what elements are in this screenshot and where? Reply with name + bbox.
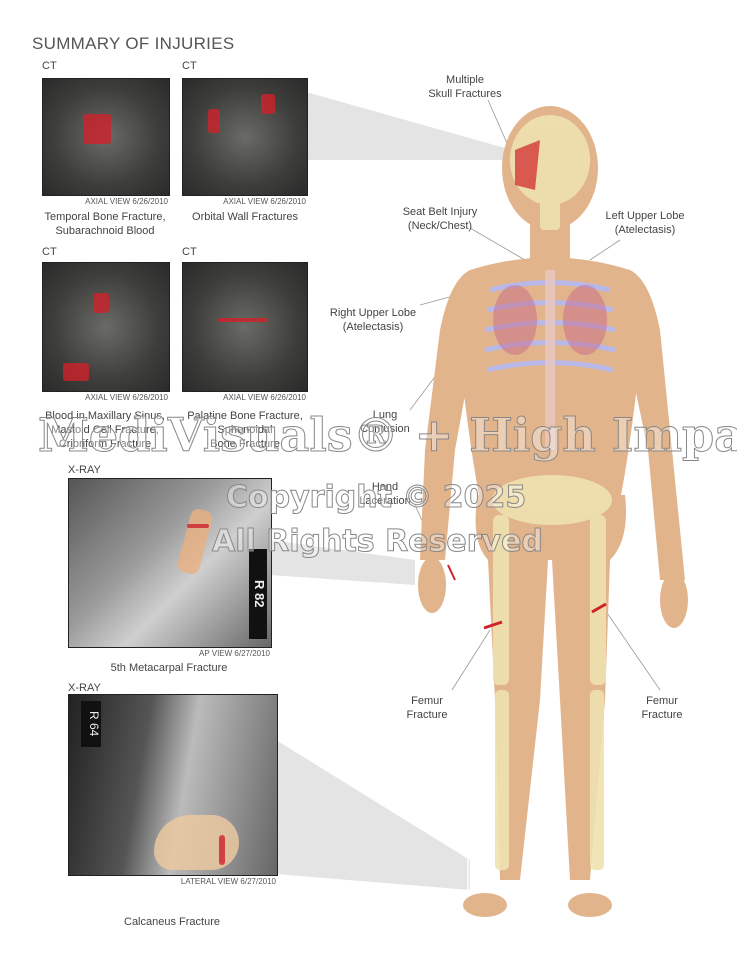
caption-line: Bone Fracture <box>210 438 280 450</box>
panel4-view: AXIAL VIEW 6/26/2010 <box>223 393 306 402</box>
panel5-modality: X-RAY <box>68 464 101 476</box>
panel6-modality: X-RAY <box>68 682 101 694</box>
skull-callout-wedge <box>306 92 512 160</box>
panel6-caption: Calcaneus Fracture <box>68 915 276 929</box>
panel5-view: AP VIEW 6/27/2010 <box>198 649 270 658</box>
caption-line: 5th Metacarpal Fracture <box>110 662 228 674</box>
caption-line: Temporal Bone Fracture, <box>44 211 166 223</box>
label-line: Fracture <box>641 709 683 721</box>
label-line: Seat Belt Injury <box>402 206 478 218</box>
label-line: (Atelectasis) <box>342 321 404 333</box>
label-line: Laceration <box>359 495 411 507</box>
label-line: Hand <box>371 481 399 493</box>
xray-marker: R 64 <box>81 701 101 747</box>
watermark-rights: All Rights Reserved <box>212 524 544 560</box>
label-line: (Neck/Chest) <box>407 220 473 232</box>
label-line: Femur <box>646 695 678 707</box>
ct-image-temporal <box>42 78 170 196</box>
panel2-modality: CT <box>182 60 197 72</box>
panel1-modality: CT <box>42 60 57 72</box>
label-line: Fracture <box>406 709 448 721</box>
panel2-caption: Orbital Wall Fractures <box>170 210 320 224</box>
label-line: Femur <box>411 695 443 707</box>
label-line: Contusion <box>360 423 410 435</box>
label-line: Multiple <box>446 74 484 86</box>
label-line: Left Upper Lobe <box>605 210 685 222</box>
femur-fracture-mark-right <box>483 620 503 630</box>
panel4-modality: CT <box>182 246 197 258</box>
label-right-upper-lobe: Right Upper Lobe (Atelectasis) <box>318 306 428 334</box>
panel3-modality: CT <box>42 246 57 258</box>
panel2-view: AXIAL VIEW 6/26/2010 <box>223 197 306 206</box>
label-line: Right Upper Lobe <box>329 307 417 319</box>
ct-image-palatine <box>182 262 308 392</box>
panel1-caption: Temporal Bone Fracture, Subarachnoid Bloo… <box>20 210 190 238</box>
skull-fracture-mark <box>515 140 540 190</box>
caption-line: Subarachnoid Blood <box>55 225 155 237</box>
panel3-view: AXIAL VIEW 6/26/2010 <box>85 393 168 402</box>
watermark-brand: MediVisuals® + High Impact® <box>37 408 737 463</box>
caption-line: Cribriform Fracture <box>58 438 152 450</box>
ct-image-orbital <box>182 78 308 196</box>
label-line: (Atelectasis) <box>614 224 676 236</box>
xray-marker: R 82 <box>249 549 267 639</box>
watermark-copyright: Copyright © 2025 <box>225 480 527 516</box>
panel1-view: AXIAL VIEW 6/26/2010 <box>85 197 168 206</box>
xray-image-foot: R 64 <box>68 694 278 876</box>
caption-line: Sphenoidal <box>217 424 273 436</box>
caption-line: Orbital Wall Fractures <box>192 211 298 223</box>
page-title: SUMMARY OF INJURIES <box>32 34 235 53</box>
hand-callout-wedge <box>270 540 415 585</box>
caption-line: Blood in Maxillary Sinus, <box>45 410 165 422</box>
foot-highlight-box <box>467 857 499 893</box>
panel6-view: LATERAL VIEW 6/27/2010 <box>180 877 276 886</box>
femur-fracture-mark-left <box>591 602 607 614</box>
hand-laceration-mark <box>447 564 456 581</box>
label-line: Lung <box>372 409 398 421</box>
xray-image-hand: R 82 <box>68 478 272 648</box>
panel3-caption: Blood in Maxillary Sinus, Mastoid Cell Fr… <box>20 409 190 451</box>
foot-callout-wedge <box>276 740 470 890</box>
caption-line: Palatine Bone Fracture, <box>187 410 303 422</box>
ct-image-maxillary <box>42 262 170 392</box>
caption-line: Mastoid Cell Fracture, <box>51 424 159 436</box>
label-seat-belt-injury: Seat Belt Injury (Neck/Chest) <box>385 205 495 233</box>
label-left-upper-lobe: Left Upper Lobe (Atelectasis) <box>590 209 700 237</box>
panel5-caption: 5th Metacarpal Fracture <box>68 661 270 675</box>
caption-line: Calcaneus Fracture <box>124 916 220 928</box>
label-line: Skull Fractures <box>428 88 502 100</box>
